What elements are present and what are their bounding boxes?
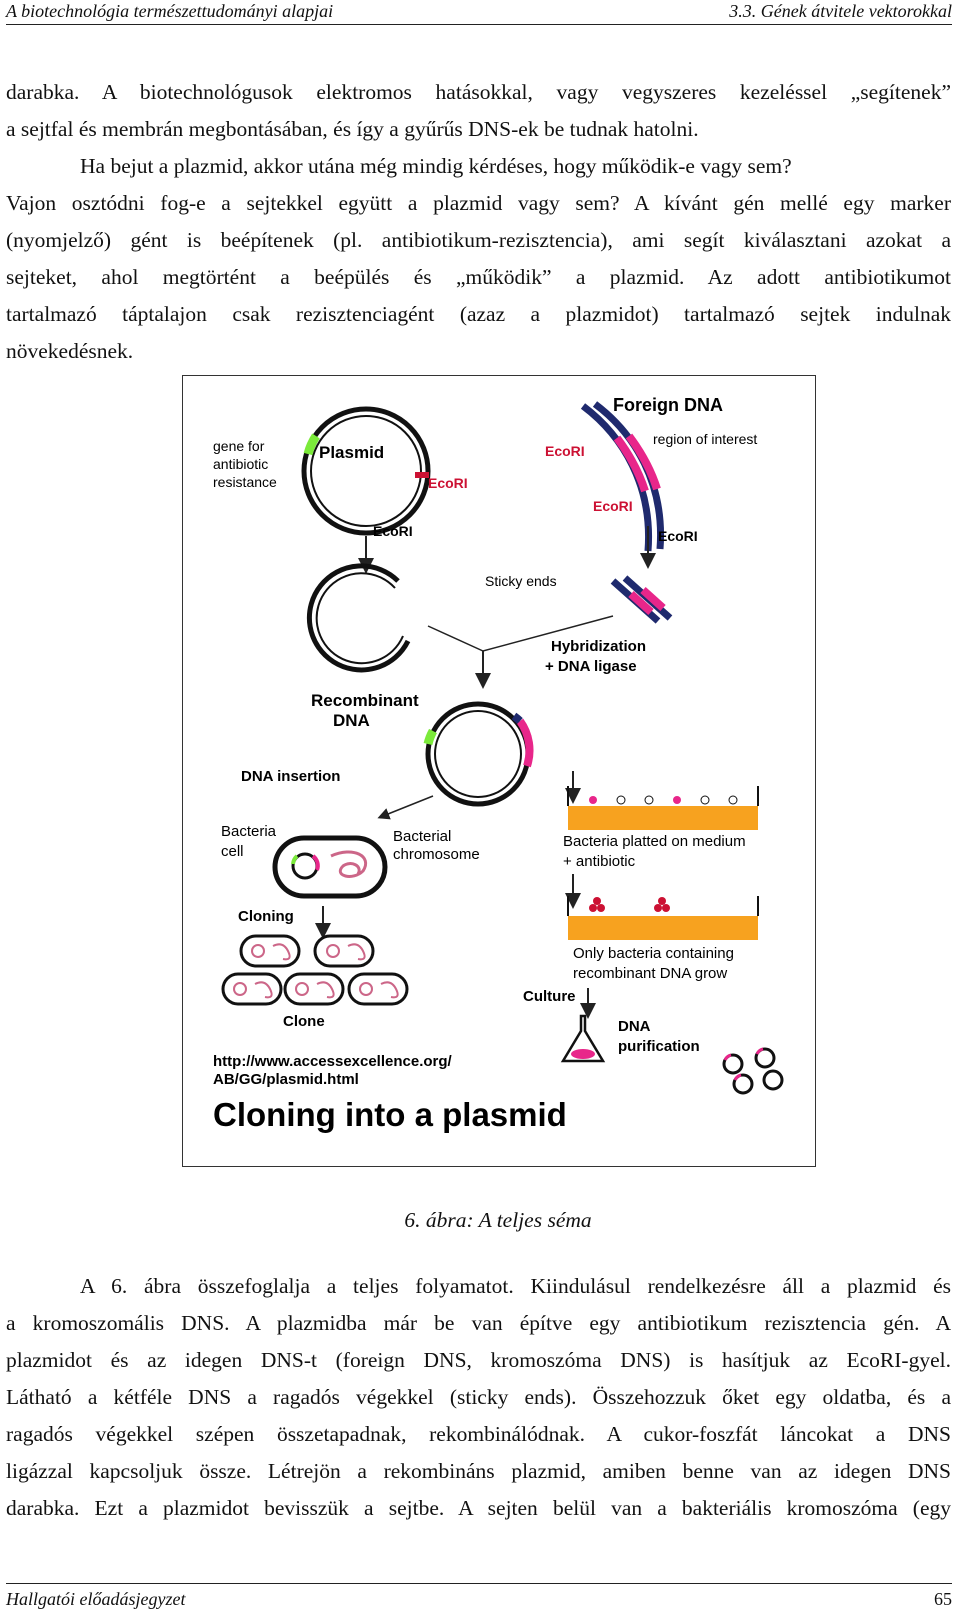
header-book-title: A biotechnológia természettudományi alap… (6, 1, 334, 21)
clone-label: Clone (283, 1013, 325, 1030)
text-line: a sejtfal és membrán megbontásában, és í… (6, 117, 699, 141)
cloned-cells-inner (233, 943, 399, 999)
culture-label: Culture (523, 988, 576, 1005)
ecori-label-cut-foreign: EcoRI (658, 528, 698, 544)
foreign-fragment (610, 575, 673, 624)
header-section-title: 3.3. Gének átvitele vektorokkal (729, 1, 952, 21)
text-line: a kromoszomális DNS. A plazmidba már be … (6, 1311, 951, 1335)
foreign-dna-label: Foreign DNA (613, 395, 723, 415)
page-header: A biotechnológia természettudományi alap… (6, 0, 952, 25)
text-line: darabka. A biotechnológusok elektromos h… (6, 80, 951, 104)
recombinant-dna-grow-label: recombinant DNA grow (573, 965, 727, 982)
paragraph-2: Ha bejut a plazmid, akkor utána még mind… (6, 148, 951, 370)
text-line: tartalmazó táptalajon csak rezisztenciag… (6, 302, 951, 326)
text-line: Ha bejut a plazmid, akkor utána még mind… (80, 154, 792, 178)
cloning-figure: gene for antibiotic resistance Plasmid E… (182, 375, 816, 1167)
page-number: 65 (934, 1589, 952, 1609)
resistance-label: resistance (213, 474, 277, 490)
plus-antibiotic-label: + antibiotic (563, 853, 636, 870)
bacterial-label: Bacterial (393, 828, 451, 845)
cut-plasmid (306, 563, 411, 673)
purified-plasmids (722, 1047, 784, 1095)
paragraph-1: darabka. A biotechnológusok elektromos h… (6, 74, 951, 148)
text-line: Látható a kétféle DNS a ragadós végekkel… (6, 1385, 951, 1409)
text-line: növekedésnek. (6, 339, 134, 363)
gene-for-label: gene for (213, 438, 265, 454)
sticky-ends-label: Sticky ends (485, 573, 557, 589)
dna-insertion-label: DNA insertion (241, 768, 340, 785)
source-url-line-1: http://www.accessexcellence.org/ (213, 1053, 453, 1070)
only-bacteria-label: Only bacteria containing (573, 945, 734, 962)
ecori-label-plasmid: EcoRI (428, 475, 468, 491)
ecori-label-cut-plasmid: EcoRI (373, 523, 413, 539)
figure-title: Cloning into a plasmid (213, 1096, 567, 1133)
cell-label: cell (221, 843, 244, 860)
region-of-interest-label: region of interest (653, 431, 757, 447)
antibiotic-label: antibiotic (213, 456, 268, 472)
culture-flask (560, 1014, 606, 1063)
bacteria-cell (272, 835, 388, 899)
text-line: sejteket, ahol megtörtént a beépülés és … (6, 265, 951, 289)
text-line: A 6. ábra összefoglalja a teljes folyama… (80, 1274, 951, 1298)
text-line: ragadós végekkel szépen összetapadnak, r… (6, 1422, 951, 1446)
footer-label: Hallgatói előadásjegyzet (6, 1589, 186, 1609)
plasmid-circle (301, 406, 431, 536)
page-footer: Hallgatói előadásjegyzet 65 (6, 1583, 952, 1614)
recombinant-dna-label: DNA (333, 711, 370, 730)
petri-plate-2 (567, 896, 759, 940)
text-line: plazmidot és az idegen DNS-t (foreign DN… (6, 1348, 951, 1372)
text-line: Vajon osztódni fog-e a sejtekkel együtt … (6, 191, 951, 215)
paragraph-3: A 6. ábra összefoglalja a teljes folyama… (6, 1268, 951, 1527)
dna-ligase-label: + DNA ligase (545, 658, 637, 675)
chromosome-label: chromosome (393, 846, 480, 863)
text-line: darabka. Ezt a plazmidot bevisszük a sej… (6, 1496, 951, 1520)
source-url-line-2: AB/GG/plasmid.html (213, 1071, 359, 1088)
recombinant-label: Recombinant (311, 691, 419, 710)
dna-purification-label-2: purification (618, 1038, 700, 1055)
dna-purification-label-1: DNA (618, 1018, 651, 1035)
recombinant-plasmid (423, 701, 534, 807)
bacteria-label: Bacteria (221, 823, 277, 840)
ecori-label-foreign-1: EcoRI (545, 443, 585, 459)
plasmid-label: Plasmid (319, 443, 384, 462)
cloning-label: Cloning (238, 908, 294, 925)
petri-plate-1 (567, 786, 759, 830)
cloned-cells (221, 934, 409, 1006)
bacteria-platted-label: Bacteria platted on medium (563, 833, 746, 850)
text-line: ligázzal kapcsoljuk össze. Létrejön a re… (6, 1459, 951, 1483)
hybridization-label: Hybridization (551, 638, 646, 655)
figure-caption: 6. ábra: A teljes séma (404, 1208, 592, 1232)
ecori-label-foreign-2: EcoRI (593, 498, 633, 514)
cloning-diagram: gene for antibiotic resistance Plasmid E… (213, 395, 784, 1133)
text-line: (nyomjelző) gént is beépítenek (pl. anti… (6, 228, 951, 252)
